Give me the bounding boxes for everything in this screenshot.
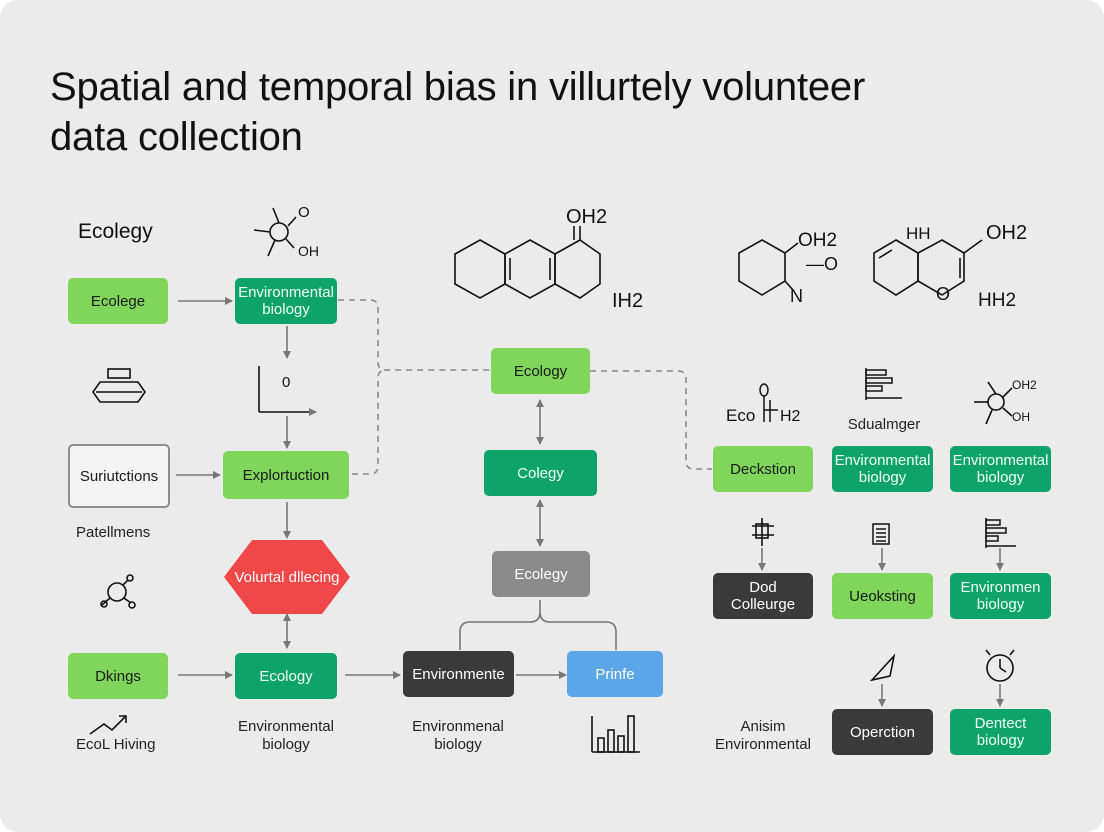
env-biology-top-node[interactable]: Environmental biology (235, 278, 337, 324)
environmente-node[interactable]: Environmente (403, 651, 514, 697)
chem-hh: HH (906, 224, 931, 243)
chem-oh2-b: OH2 (798, 230, 838, 251)
deckstion-node[interactable]: Deckstion (713, 446, 813, 492)
dashed-ecology-deckstion (590, 370, 712, 470)
dentect-node[interactable]: Dentect biology (950, 709, 1051, 755)
chem-ih2: IH2 (612, 290, 644, 312)
chem-n: N (790, 286, 803, 306)
chem-o-dash: —O (806, 254, 839, 274)
axis-o-label: 0 (282, 374, 291, 391)
env-bio-caption-2: Environmenal biology (412, 718, 504, 753)
dashed-explor-ecology (352, 369, 387, 475)
chemical-structure-right1 (738, 239, 799, 296)
prinfe-node[interactable]: Prinfe (567, 651, 663, 697)
explortuction-node[interactable]: Explortuction (223, 451, 349, 499)
eco-h2-label: H2 (780, 408, 801, 425)
ueoksting-node[interactable]: Ueoksting (832, 573, 933, 619)
molecule-icon-right (974, 381, 1013, 425)
patellmens-label: Patellmens (76, 524, 151, 541)
environmen-node[interactable]: Environmen biology (950, 573, 1051, 619)
chem-oh2-top: OH2 (566, 206, 608, 228)
operction-node[interactable]: Operction (832, 709, 933, 755)
volurtal-diamond[interactable] (222, 540, 352, 614)
mol2-oh: OH (1012, 410, 1030, 424)
trend-icon (89, 715, 127, 735)
molecule-icon-top (253, 207, 297, 257)
volurtal-label: Volurtal dllecing (234, 568, 340, 586)
list-chart-icon (865, 368, 902, 400)
colegy-node[interactable]: Colegy (484, 450, 597, 496)
clock-icon (985, 649, 1015, 682)
mol-o: O (298, 204, 310, 221)
env-bio-r2-node[interactable]: Environmental biology (950, 446, 1051, 492)
chem-o-c: O (936, 284, 951, 304)
document-icon (872, 523, 890, 545)
ecology-mid-node[interactable]: Ecology (491, 348, 590, 394)
ecology-gray-node[interactable]: Ecolegy (492, 551, 590, 597)
dkings-node[interactable]: Dkings (68, 653, 168, 699)
surictions-node[interactable]: Suriutctions (68, 444, 170, 508)
sdualmger-label: Sdualmger (847, 416, 921, 433)
eco-label: Eco (726, 406, 756, 425)
dashed-envbio-ecology (338, 299, 490, 371)
chemical-structure-center (454, 226, 601, 299)
eco-h2-glyph (759, 383, 778, 422)
mol-oh: OH (298, 243, 319, 259)
ecology-header: Ecolegy (78, 220, 153, 243)
cursor-icon (869, 653, 896, 682)
anisim-env-label: Anisim Environmental (715, 718, 811, 753)
network-icon (100, 574, 136, 609)
chem-hh2: HH2 (978, 290, 1017, 311)
env-bio-r1-node[interactable]: Environmental biology (832, 446, 933, 492)
ecology-bottom-node[interactable]: Ecology (235, 653, 337, 699)
mol2-oh2: OH2 (1012, 378, 1037, 392)
gate-icon (752, 518, 774, 546)
ecolege-node[interactable]: Ecolege (68, 278, 168, 324)
chem-oh2-c: OH2 (986, 222, 1028, 244)
chemical-structure-right2 (873, 239, 983, 296)
list-chart-icon-2 (985, 518, 1016, 548)
layers-icon (92, 368, 146, 403)
ecol-hiving-label: EcoL Hiving (76, 736, 156, 753)
bracket-split (459, 600, 617, 650)
env-bio-caption-1: Environmental biology (238, 718, 334, 753)
bar-chart-icon (591, 715, 640, 753)
dod-node[interactable]: Dod Colleurge (713, 573, 813, 619)
axis-icon (258, 366, 317, 416)
diagram-title: Spatial and temporal bias in villurtely … (50, 65, 866, 159)
